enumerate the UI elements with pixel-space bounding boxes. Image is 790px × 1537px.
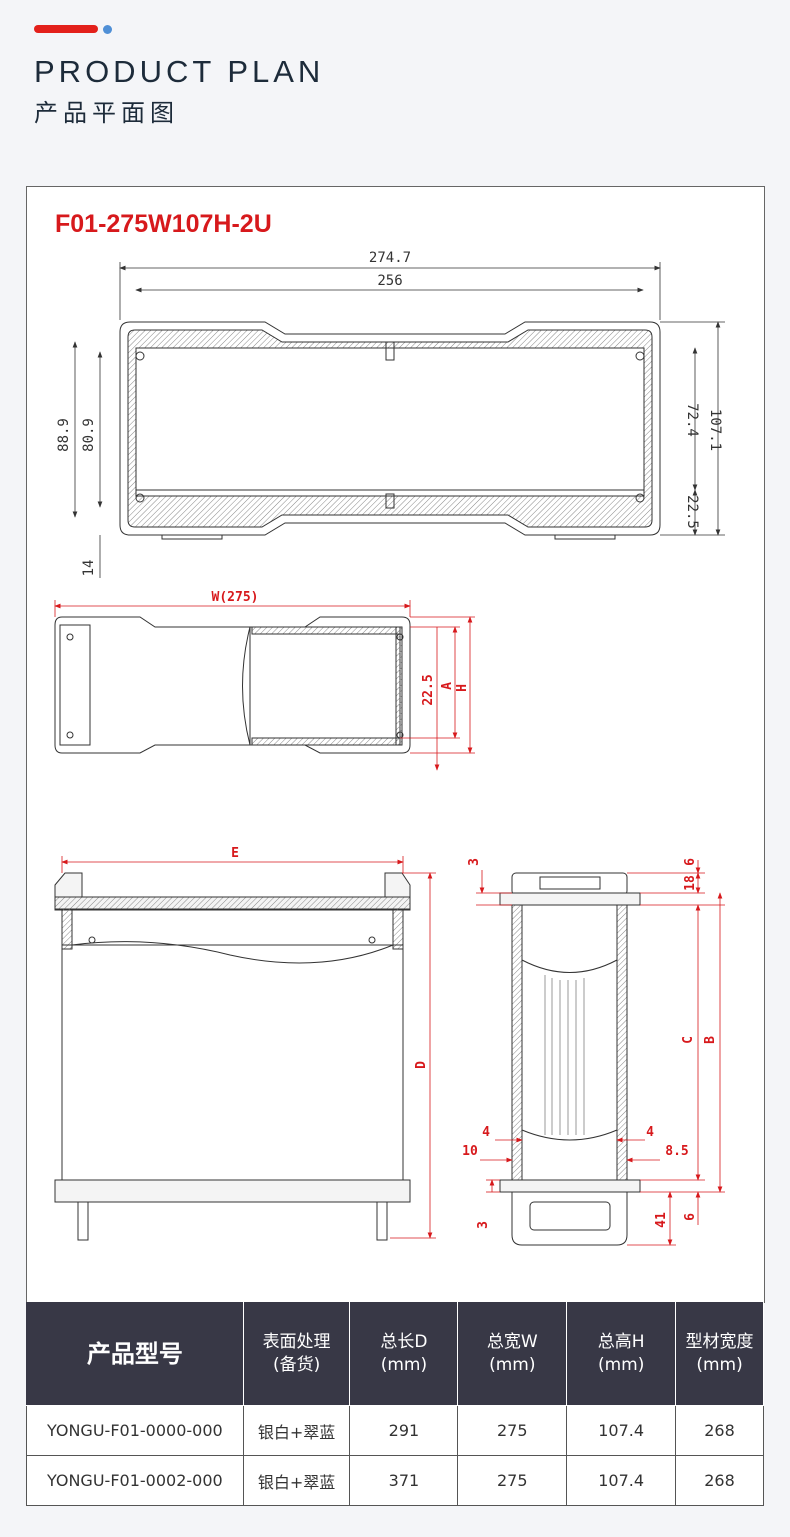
dim-22-5-red: 22.5 bbox=[421, 674, 436, 705]
cell-profile-width: 268 bbox=[675, 1455, 764, 1506]
dim-top-3: 3 bbox=[467, 858, 482, 866]
top-view-dim-labels: W(275) 22.5 A H bbox=[212, 590, 470, 706]
side-view-drawing bbox=[476, 860, 725, 1246]
dim-left-4: 4 bbox=[482, 1125, 490, 1140]
table-header-row: 产品型号 表面处理(备货) 总长D(mm) 总宽W(mm) 总高H(mm) 型材… bbox=[26, 1302, 764, 1406]
dim-107-1: 107.1 bbox=[707, 409, 723, 451]
cell-model: YONGU-F01-0002-000 bbox=[26, 1455, 244, 1506]
dim-b: B bbox=[703, 1036, 718, 1044]
cell-finish: 银白+翠蓝 bbox=[242, 1455, 351, 1506]
col-header-profile-width: 型材宽度(mm) bbox=[675, 1302, 764, 1406]
dim-256: 256 bbox=[377, 273, 402, 289]
accent-dot-blue bbox=[103, 25, 112, 34]
front-view-drawing bbox=[54, 856, 436, 1241]
col-header-height: 总高H(mm) bbox=[566, 1302, 677, 1406]
front-view-dim-labels: E D bbox=[231, 846, 429, 1069]
dim-14: 14 bbox=[81, 560, 97, 577]
cross-section-dim-labels: 274.7 256 88.9 80.9 14 72.4 107.1 22.5 bbox=[56, 250, 723, 576]
dim-274-7: 274.7 bbox=[369, 250, 411, 266]
col-header-width: 总宽W(mm) bbox=[457, 1302, 568, 1406]
dim-22-5: 22.5 bbox=[684, 495, 700, 529]
header-unit: (mm) bbox=[489, 1355, 536, 1375]
header-label: 总长D bbox=[380, 1332, 428, 1353]
col-header-model: 产品型号 bbox=[26, 1302, 244, 1406]
dim-bottom-6: 6 bbox=[683, 1213, 698, 1221]
dim-a: A bbox=[440, 682, 455, 690]
cell-width: 275 bbox=[457, 1405, 568, 1456]
header-unit: (mm) bbox=[380, 1355, 428, 1375]
header-unit: (mm) bbox=[597, 1355, 645, 1375]
technical-drawings: 274.7 256 88.9 80.9 14 72.4 107.1 22.5 W… bbox=[54, 250, 725, 1246]
dim-left-10: 10 bbox=[462, 1144, 478, 1159]
section-title-en: PRODUCT PLAN bbox=[34, 54, 325, 89]
accent-bar-red bbox=[34, 25, 98, 33]
dim-h: H bbox=[455, 684, 470, 692]
dim-bottom-3: 3 bbox=[476, 1221, 491, 1229]
cell-length: 371 bbox=[349, 1455, 459, 1506]
col-header-finish: 表面处理(备货) bbox=[242, 1302, 351, 1406]
cross-section-drawing bbox=[72, 262, 725, 578]
cell-model: YONGU-F01-0000-000 bbox=[26, 1405, 244, 1456]
dim-e: E bbox=[231, 846, 239, 861]
cell-height: 107.4 bbox=[566, 1455, 677, 1506]
dim-top-18: 18 bbox=[683, 875, 698, 891]
dim-d: D bbox=[414, 1061, 429, 1069]
dim-c: C bbox=[681, 1036, 696, 1044]
dim-top-6: 6 bbox=[683, 858, 698, 866]
header-label: 型材宽度 bbox=[685, 1332, 754, 1353]
header-unit: (mm) bbox=[696, 1355, 743, 1375]
section-title-cn: 产品平面图 bbox=[34, 100, 179, 127]
cell-profile-width: 268 bbox=[675, 1405, 764, 1456]
cell-length: 291 bbox=[349, 1405, 459, 1456]
header-label: 总高H bbox=[597, 1332, 645, 1353]
side-view-dim-labels: 3 18 6 C B 4 10 4 8.5 3 41 6 bbox=[462, 858, 718, 1229]
dim-bottom-41: 41 bbox=[654, 1212, 669, 1228]
dim-right-4: 4 bbox=[646, 1125, 654, 1140]
cell-width: 275 bbox=[457, 1455, 568, 1506]
header-unit: (备货) bbox=[272, 1355, 321, 1375]
top-view-drawing bbox=[54, 600, 475, 771]
model-number: F01-275W107H-2U bbox=[55, 210, 272, 238]
header-label: 表面处理 bbox=[262, 1332, 331, 1353]
cell-finish: 银白+翠蓝 bbox=[242, 1405, 351, 1456]
spec-table: 产品型号 表面处理(备货) 总长D(mm) 总宽W(mm) 总高H(mm) 型材… bbox=[26, 1302, 764, 1506]
dim-w-275: W(275) bbox=[212, 590, 259, 605]
dim-right-8-5: 8.5 bbox=[665, 1144, 688, 1159]
table-row: YONGU-F01-0000-000 银白+翠蓝 291 275 107.4 2… bbox=[26, 1405, 764, 1456]
table-row: YONGU-F01-0002-000 银白+翠蓝 371 275 107.4 2… bbox=[26, 1455, 764, 1506]
dim-72-4: 72.4 bbox=[684, 403, 700, 437]
dim-88-9: 88.9 bbox=[56, 418, 72, 452]
header-label: 产品型号 bbox=[86, 1339, 183, 1368]
col-header-length: 总长D(mm) bbox=[349, 1302, 459, 1406]
dim-80-9: 80.9 bbox=[81, 418, 97, 452]
cell-height: 107.4 bbox=[566, 1405, 677, 1456]
header-label: 总宽W bbox=[486, 1332, 538, 1353]
